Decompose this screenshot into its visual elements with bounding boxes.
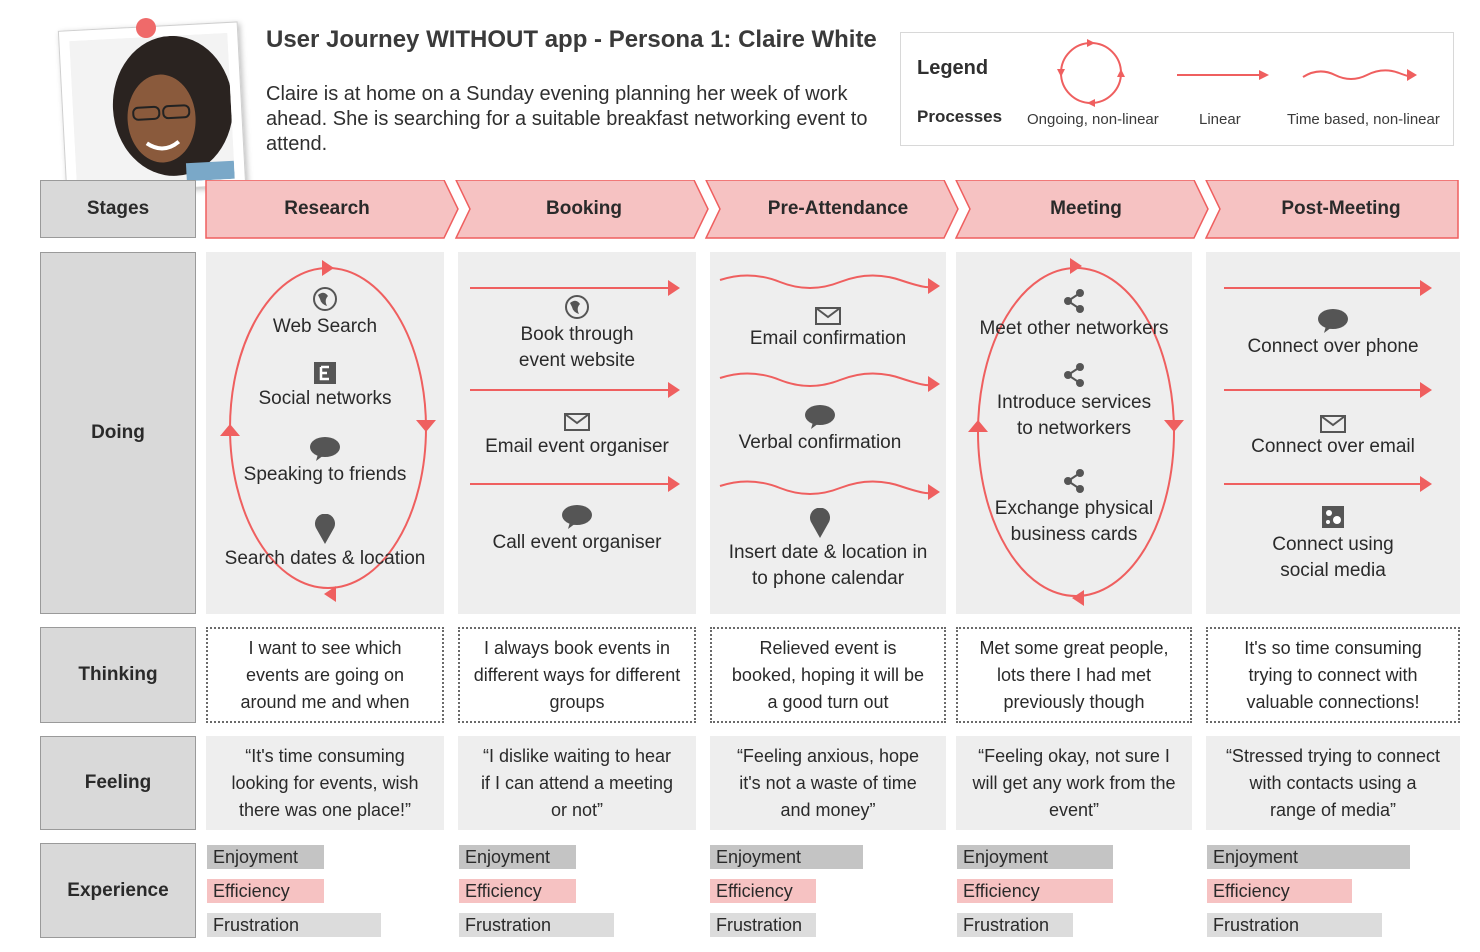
experience-bar-frustration: Frustration — [207, 913, 381, 937]
envelope-icon — [564, 413, 590, 431]
speech-bubble-icon — [310, 437, 340, 461]
doing-item: Meet other networkers — [979, 318, 1169, 339]
row-header-feeling: Feeling — [40, 736, 196, 830]
experience-bar-frustration: Frustration — [459, 913, 614, 937]
doing-meeting: Meet other networkers Introduce services… — [956, 252, 1192, 614]
experience-bar-enjoyment: Enjoyment — [710, 845, 863, 869]
feeling-booking: “I dislike waiting to hear if I can atte… — [458, 736, 696, 830]
feeling-post-meeting: “Stressed trying to connect with contact… — [1206, 736, 1460, 830]
stage-research: Research — [284, 198, 370, 219]
experience-bar-enjoyment: Enjoyment — [207, 845, 324, 869]
globe-icon — [313, 287, 337, 311]
experience-bar-efficiency: Efficiency — [710, 879, 816, 903]
ongoing-cycle-research — [220, 260, 436, 602]
envelope-icon — [815, 307, 841, 325]
row-header-thinking: Thinking — [40, 627, 196, 723]
linear-process-icon — [1177, 70, 1269, 80]
thinking-research: I want to see which events are going on … — [206, 627, 444, 723]
doing-item: Search dates & location — [224, 548, 426, 569]
row-header-experience: Experience — [40, 843, 196, 938]
experience-bar-enjoyment: Enjoyment — [957, 845, 1113, 869]
legend-processes-label: Processes — [917, 107, 1003, 126]
feeling-research: “It's time consuming looking for events,… — [206, 736, 444, 830]
legend-time-based-label: Time based, non-linear — [1287, 111, 1440, 128]
doing-pre-attendance: Email confirmation Verbal confirmation I… — [710, 252, 946, 614]
experience-bar-enjoyment: Enjoyment — [1207, 845, 1410, 869]
experience-bar-frustration: Frustration — [957, 913, 1073, 937]
doing-item: Web Search — [272, 316, 378, 337]
doing-item: Insert date & location in to phone calen… — [728, 542, 928, 589]
envelope-icon — [1320, 415, 1346, 433]
legend-linear-label: Linear — [1199, 111, 1241, 128]
experience-bar-efficiency: Efficiency — [957, 879, 1113, 903]
feeling-pre-attendance: “Feeling anxious, hope it's not a waste … — [710, 736, 946, 830]
speech-bubble-icon — [1318, 309, 1348, 333]
share-icon — [1064, 289, 1084, 313]
doing-item: Connect using social media — [1272, 534, 1394, 581]
social-network-icon — [314, 362, 336, 384]
stage-meeting: Meeting — [1050, 198, 1122, 219]
ongoing-cycle-meeting — [968, 258, 1184, 606]
doing-item: Verbal confirmation — [738, 432, 902, 453]
time-based-arrows-pre-attendance — [719, 274, 940, 500]
doing-item: Exchange physical business cards — [994, 498, 1154, 545]
doing-post-meeting: Connect over phone Connect over email Co… — [1206, 252, 1460, 614]
experience-bar-efficiency: Efficiency — [207, 879, 324, 903]
thinking-meeting: Met some great people, lots there I had … — [956, 627, 1192, 723]
doing-booking: Book through event website Email event o… — [458, 252, 696, 614]
time-based-process-icon — [1302, 69, 1417, 81]
row-header-doing: Doing — [40, 252, 196, 614]
persona-portrait — [69, 32, 235, 188]
persona-photo — [57, 21, 247, 195]
share-icon — [1064, 363, 1084, 387]
doing-item: Introduce services to networkers — [996, 392, 1152, 439]
thinking-booking: I always book events in different ways f… — [458, 627, 696, 723]
row-header-stages: Stages — [40, 180, 196, 238]
persona-description: Claire is at home on a Sunday evening pl… — [266, 83, 868, 155]
location-pin-icon — [315, 514, 335, 544]
doing-research: Web Search Social networks Speaking to f… — [206, 252, 444, 614]
stage-booking: Booking — [546, 198, 622, 219]
doing-item: Connect over phone — [1247, 336, 1419, 357]
stage-post-meeting: Post-Meeting — [1281, 198, 1401, 219]
doing-item: Call event organiser — [492, 532, 662, 553]
legend-ongoing-label: Ongoing, non-linear — [1027, 111, 1159, 128]
location-pin-icon — [810, 508, 830, 538]
ongoing-process-icon — [1057, 39, 1125, 107]
share-icon — [1064, 469, 1084, 493]
speech-bubble-icon — [805, 405, 835, 429]
linear-arrows-post-meeting — [1224, 280, 1432, 492]
experience-bar-efficiency: Efficiency — [459, 879, 576, 903]
feeling-meeting: “Feeling okay, not sure I will get any w… — [956, 736, 1192, 830]
experience-bar-frustration: Frustration — [710, 913, 816, 937]
experience-bar-frustration: Frustration — [1207, 913, 1382, 937]
doing-item: Social networks — [258, 388, 392, 409]
social-media-icon — [1322, 506, 1344, 528]
thinking-pre-attendance: Relieved event is booked, hoping it will… — [710, 627, 946, 723]
linear-arrows-booking — [470, 280, 680, 492]
thinking-post-meeting: It's so time consuming trying to connect… — [1206, 627, 1460, 723]
pin-marker — [136, 18, 156, 38]
page-title: User Journey WITHOUT app - Persona 1: Cl… — [266, 26, 877, 53]
doing-item: Email event organiser — [485, 436, 669, 457]
legend: Legend Processes Ongoing, non-linear Lin… — [900, 32, 1454, 146]
doing-item: Email confirmation — [749, 328, 907, 349]
speech-bubble-icon — [562, 505, 592, 529]
doing-item: Connect over email — [1251, 436, 1415, 457]
legend-title: Legend — [917, 57, 989, 79]
experience-bar-enjoyment: Enjoyment — [459, 845, 576, 869]
stage-chevrons — [205, 180, 1459, 239]
doing-item: Speaking to friends — [243, 464, 407, 485]
globe-icon — [565, 295, 589, 319]
experience-bar-efficiency: Efficiency — [1207, 879, 1352, 903]
stage-pre-attendance: Pre-Attendance — [767, 198, 909, 219]
doing-item: Book through event website — [518, 324, 636, 371]
